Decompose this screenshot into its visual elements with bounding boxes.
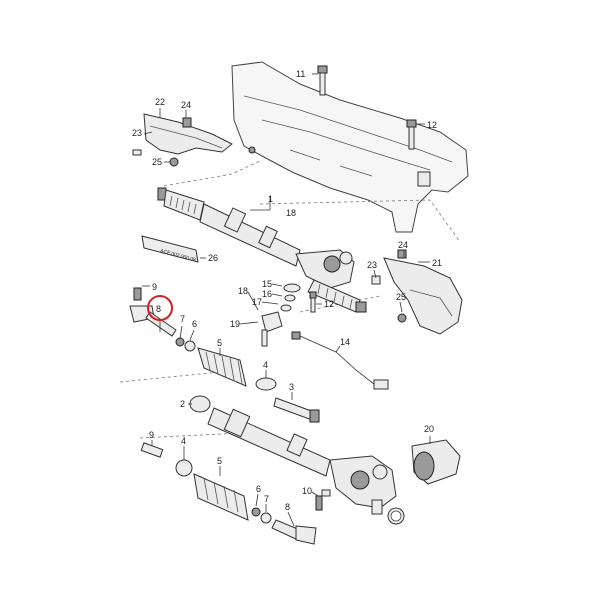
- inner-tie-rod-3: [273, 397, 320, 423]
- callout-12-middle: 12: [324, 299, 334, 309]
- callout-2: 2: [180, 399, 185, 409]
- callout-6-upper: 6: [192, 319, 197, 329]
- callout-24-upper: 24: [181, 100, 191, 110]
- leader-lines: [142, 73, 431, 527]
- callout-5-upper: 5: [217, 338, 222, 348]
- callout-numbers: 11 12 22 24 23 25 1 18 26 24 23 21 25 9 …: [132, 69, 442, 512]
- callout-18-middle: 18: [238, 286, 248, 296]
- callout-23-right: 23: [367, 260, 377, 270]
- callout-6-lower: 6: [256, 484, 261, 494]
- o-ring-lower: [387, 507, 405, 525]
- highlight-circle: [147, 295, 173, 321]
- callout-22: 22: [155, 97, 165, 107]
- callout-25-upper: 25: [152, 157, 162, 167]
- steering-rack-upper: [157, 187, 367, 313]
- callout-8-lower: 8: [285, 502, 290, 512]
- callout-21: 21: [432, 258, 442, 268]
- callout-9-lower: 9: [149, 430, 154, 440]
- callout-11: 11: [296, 69, 305, 79]
- callout-8-upper: 8: [156, 304, 161, 314]
- callout-9-upper: 9: [152, 282, 157, 292]
- callout-4-lower: 4: [181, 436, 186, 446]
- tie-rod-lower-left: [140, 442, 331, 545]
- callout-4-upper: 4: [263, 360, 268, 370]
- callout-24-right: 24: [398, 240, 408, 250]
- seal-kit: [261, 283, 317, 347]
- callout-1: 1: [268, 194, 273, 204]
- steering-rack-lower: [189, 395, 397, 515]
- callout-15: 15: [262, 279, 272, 289]
- callout-18-upper: 18: [286, 208, 296, 218]
- sensor-cable-14: [291, 331, 389, 390]
- callout-12-upper: 12: [427, 120, 437, 130]
- subframe: [231, 61, 469, 233]
- bolt-12-upper: [406, 119, 417, 150]
- callout-26: 26: [208, 253, 218, 263]
- callout-20: 20: [424, 424, 434, 434]
- bolt-11: [317, 65, 328, 96]
- dust-boot-20: [411, 439, 461, 485]
- callout-19: 19: [230, 319, 240, 329]
- callout-10: 10: [302, 486, 312, 496]
- callout-14: 14: [340, 337, 350, 347]
- callout-16: 16: [262, 289, 272, 299]
- callout-25-right: 25: [396, 292, 406, 302]
- callout-3: 3: [289, 382, 294, 392]
- callout-7: 7: [180, 314, 185, 324]
- clamp-and-boot-upper: [175, 337, 277, 391]
- tie-rod-end-upper: [129, 287, 177, 337]
- callout-17: 17: [252, 297, 262, 307]
- bracket-21: [371, 249, 463, 335]
- callout-5-lower: 5: [217, 456, 222, 466]
- callout-23-upper: 23: [132, 128, 142, 138]
- special-tool-26: ACF 002 000 08: [141, 235, 199, 263]
- callout-7-lower: 7: [264, 494, 269, 504]
- bracket-22: [132, 113, 233, 167]
